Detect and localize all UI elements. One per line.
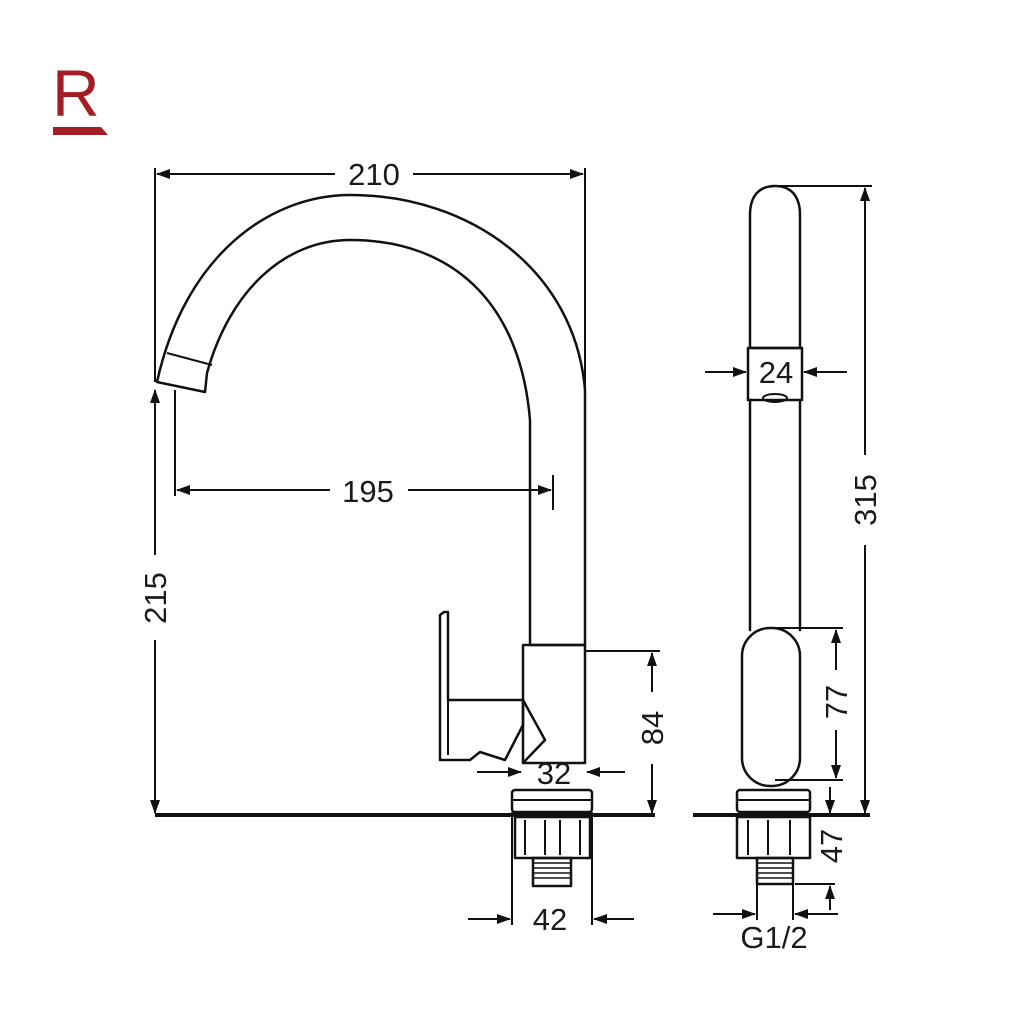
dim-overall-width-label: 210 — [348, 157, 400, 192]
mount-nut-side — [735, 815, 812, 860]
dim-body-height-label: 84 — [635, 711, 670, 745]
dim-total-height-label: 315 — [848, 474, 883, 526]
brand-logo: R — [52, 56, 108, 135]
dim-handle-height-label: 77 — [819, 685, 854, 719]
dim-total-height: 315 — [775, 185, 883, 814]
spout-side — [748, 184, 802, 350]
dim-under-counter: 47 — [795, 787, 849, 910]
dim-body-diameter-label: 32 — [537, 756, 571, 791]
dim-spout-tip-width: 24 — [705, 355, 847, 390]
dim-under-counter-label: 47 — [814, 829, 849, 863]
dim-spout-tip-width-label: 24 — [759, 355, 793, 390]
dim-overall-width: 210 — [154, 157, 586, 640]
spout-tip-side — [746, 346, 804, 402]
body-front — [521, 643, 587, 765]
thread-stem-front — [531, 856, 573, 888]
brand-logo-letter: R — [52, 56, 100, 130]
dim-body-height: 84 — [585, 650, 670, 814]
mount-nut-front — [513, 815, 592, 860]
body-side — [740, 626, 802, 788]
handle-joint — [521, 698, 547, 765]
handle-lever-front — [438, 610, 525, 762]
dim-spout-height: 215 — [138, 389, 173, 814]
faucet-side-view — [735, 184, 812, 886]
spout-tip-ring — [166, 352, 213, 366]
dim-thread-label: G1/2 — [740, 920, 807, 955]
dim-thread: G1/2 — [713, 884, 838, 955]
dim-base-diameter: 42 — [468, 812, 634, 937]
dim-handle-height: 77 — [775, 627, 854, 781]
dim-spout-reach: 195 — [174, 390, 554, 510]
dim-body-diameter: 32 — [477, 756, 625, 791]
brand-logo-underline — [53, 127, 108, 135]
aerator — [762, 393, 788, 403]
dim-base-diameter-label: 42 — [533, 902, 567, 937]
dim-spout-reach-label: 195 — [342, 474, 394, 509]
spout-front — [155, 193, 587, 647]
dim-spout-height-label: 215 — [138, 572, 173, 624]
faucet-front-view — [155, 193, 594, 888]
thread-stem-side — [755, 856, 795, 886]
